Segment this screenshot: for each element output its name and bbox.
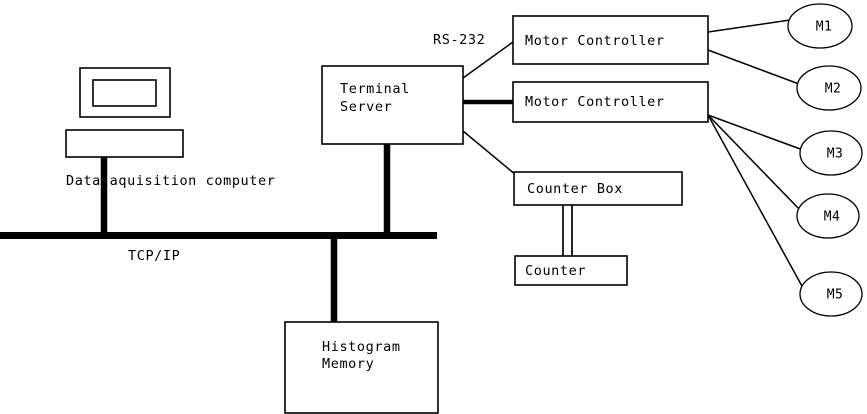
tcpip-bus-label: TCP/IP [128, 248, 180, 264]
computer-caption-label: Data aquisition computer [66, 173, 275, 189]
motor-m1-ellipse [787, 3, 853, 49]
terminal-server-box [321, 65, 464, 145]
motor-controller-2-box [512, 81, 709, 123]
counter-box-label: Counter Box [527, 181, 623, 197]
motor-m5-label: M5 [827, 288, 843, 303]
link-terminal-server-to-motor-controller-1 [462, 41, 514, 79]
histogram-memory-label-line2: Memory [322, 356, 374, 372]
rs232-link-label: RS-232 [433, 32, 485, 48]
histogram-memory-box [284, 321, 439, 414]
motor-m2-ellipse [796, 65, 862, 111]
link-motor-controller-2-to-m4 [707, 114, 801, 211]
motor-m2-label: M2 [825, 82, 841, 97]
motor-m3-ellipse [799, 130, 863, 176]
link-terminal-server-to-counter-box [462, 130, 517, 176]
computer-base-unit [65, 129, 184, 158]
counter-label: Counter [525, 263, 586, 279]
motor-m1-label: M1 [816, 20, 832, 35]
motor-m5-ellipse [799, 271, 863, 317]
motor-m3-label: M3 [827, 147, 843, 162]
motor-controller-1-label: Motor Controller [525, 33, 665, 49]
histogram-memory-label-line1: Histogram [322, 339, 401, 355]
link-motor-controller-1-to-m1 [707, 19, 791, 33]
motor-m4-ellipse [796, 193, 860, 239]
terminal-server-label-line1: Terminal [340, 81, 410, 97]
motor-m4-label: M4 [824, 210, 840, 225]
link-motor-controller-2-to-m3 [707, 114, 804, 151]
counter-box-box [513, 171, 683, 206]
link-motor-controller-2-to-m5 [707, 114, 804, 289]
counter-box [514, 255, 628, 286]
motor-controller-2-label: Motor Controller [525, 94, 665, 110]
motor-controller-1-box [512, 15, 709, 65]
link-motor-controller-1-to-m2 [707, 49, 800, 85]
monitor-screen [92, 79, 157, 107]
terminal-server-label-line2: Server [340, 99, 392, 115]
